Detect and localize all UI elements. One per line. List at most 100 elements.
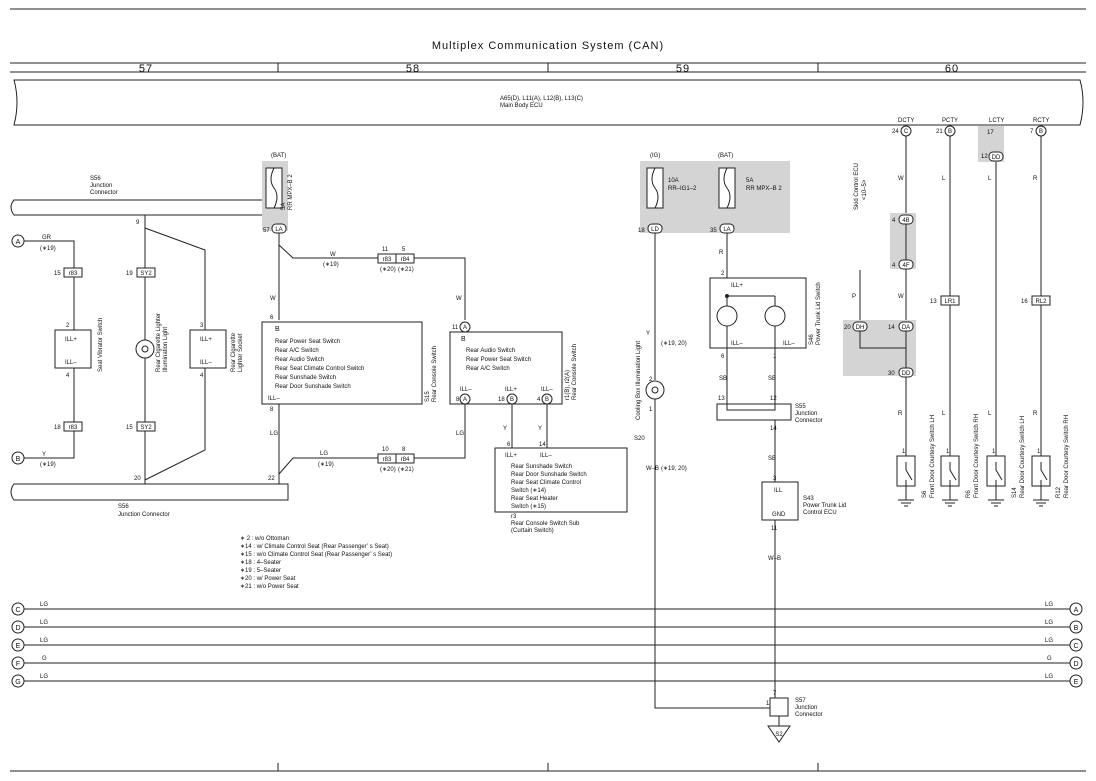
s15-rear-console-switch: [261, 321, 423, 405]
svg-text:24: 24: [892, 129, 899, 135]
svg-text:LG: LG: [270, 431, 278, 437]
svg-text:Rear Door Sunshade Switch: Rear Door Sunshade Switch: [511, 472, 587, 478]
svg-text:35: 35: [710, 228, 717, 234]
svg-text:(∗19): (∗19): [323, 262, 339, 268]
svg-text:ILL+: ILL+: [200, 337, 212, 343]
bus-line-d: D LG LG B: [11, 620, 1083, 634]
s55-junction-connector: [716, 403, 792, 421]
svg-text:B: B: [545, 397, 549, 403]
svg-text:LG: LG: [1045, 620, 1053, 626]
svg-text:E: E: [1074, 679, 1079, 686]
note-2: ∗ 2 : w/o Ottoman: [240, 536, 289, 542]
svg-text:C: C: [1073, 643, 1078, 650]
svg-text:18: 18: [638, 228, 645, 234]
svg-text:Rear Door Sunshade Switch: Rear Door Sunshade Switch: [275, 384, 351, 390]
column-57: 57: [139, 63, 153, 75]
switch-s6: 1: [896, 449, 916, 507]
svg-text:Lighter Socket: Lighter Socket: [238, 333, 244, 372]
svg-text:Y: Y: [538, 426, 542, 432]
svg-text:4: 4: [66, 373, 70, 379]
svg-text:ILL–: ILL–: [731, 341, 743, 347]
svg-text:r1(B), r2(A): r1(B), r2(A): [565, 370, 571, 400]
svg-text:G: G: [42, 656, 47, 662]
svg-text:Connector: Connector: [795, 418, 823, 424]
svg-text:1: 1: [766, 701, 770, 707]
svg-text:ILL–: ILL–: [268, 396, 280, 402]
svg-text:S57: S57: [795, 698, 806, 704]
svg-text:ILL+: ILL+: [505, 387, 517, 393]
main-ecu-codes: A65(D), L11(A), L12(B), L13(C): [500, 96, 583, 102]
svg-text:6: 6: [721, 354, 725, 360]
svg-text:r3: r3: [511, 514, 517, 520]
svg-text:8: 8: [456, 397, 460, 403]
svg-text:15: 15: [54, 271, 61, 277]
svg-text:3: 3: [200, 323, 204, 329]
svg-text:S20: S20: [634, 436, 645, 442]
svg-text:RR MPX–B 2: RR MPX–B 2: [746, 186, 782, 192]
svg-text:R6: R6: [966, 490, 972, 498]
svg-text:B: B: [275, 326, 280, 333]
svg-text:22: 22: [268, 476, 275, 482]
svg-text:4: 4: [537, 397, 541, 403]
svg-text:LA: LA: [723, 227, 730, 233]
term-lcty: LCTY: [989, 118, 1004, 124]
svg-text:L: L: [988, 176, 992, 182]
svg-text:S15: S15: [425, 391, 431, 402]
svg-text:Cooling Box Illumination Light: Cooling Box Illumination Light: [636, 341, 642, 420]
svg-text:1: 1: [992, 449, 996, 455]
svg-text:1: 1: [1037, 449, 1041, 455]
svg-text:Rear Audio Switch: Rear Audio Switch: [275, 357, 324, 363]
svg-text:4: 4: [200, 373, 204, 379]
svg-text:14: 14: [888, 325, 895, 331]
svg-text:S46: S46: [809, 334, 815, 345]
svg-text:RR MPX–B 2: RR MPX–B 2: [288, 174, 294, 210]
svg-text:10: 10: [382, 447, 389, 453]
switch-r6: 1: [940, 449, 960, 507]
svg-text:19: 19: [126, 271, 133, 277]
svg-text:(∗21): (∗21): [398, 267, 414, 273]
svg-text:13: 13: [718, 396, 725, 402]
svg-text:ILL: ILL: [774, 488, 783, 494]
svg-text:Junction: Junction: [795, 705, 817, 711]
svg-text:LG: LG: [1045, 602, 1053, 608]
svg-text:B: B: [948, 129, 952, 135]
svg-text:Switch (∗15): Switch (∗15): [511, 504, 546, 510]
svg-text:DD: DD: [992, 155, 1001, 161]
svg-text:R: R: [1033, 411, 1038, 417]
label-r5: Seat Vibrator Switch: [98, 318, 104, 372]
svg-text:LG: LG: [40, 638, 48, 644]
note-19: ∗19 : 5–Seater: [240, 568, 281, 574]
svg-text:B: B: [461, 336, 466, 343]
svg-text:4: 4: [892, 218, 896, 224]
svg-text:(Curtain Switch): (Curtain Switch): [511, 528, 554, 534]
svg-text:ILL–: ILL–: [65, 360, 77, 366]
svg-text:r83: r83: [69, 425, 78, 431]
svg-text:D: D: [1073, 661, 1078, 668]
svg-text:13: 13: [930, 299, 937, 305]
svg-text:12: 12: [770, 396, 777, 402]
term-pcty: PCTY: [942, 118, 958, 124]
svg-text:10A: 10A: [668, 178, 679, 184]
svg-text:ILL–: ILL–: [540, 453, 552, 459]
svg-text:ILL–: ILL–: [541, 387, 553, 393]
svg-text:20: 20: [134, 476, 141, 482]
svg-text:Rear Door Courtesy Switch LH: Rear Door Courtesy Switch LH: [1020, 416, 1026, 498]
svg-text:(∗19): (∗19): [40, 462, 56, 468]
svg-text:DH: DH: [856, 325, 865, 331]
svg-text:S55: S55: [795, 404, 806, 410]
bus-line-g: G LG LG E: [11, 674, 1083, 688]
svg-text:Junction: Junction: [90, 183, 112, 189]
svg-text:S56: S56: [90, 176, 101, 182]
svg-text:B: B: [16, 456, 21, 463]
svg-text:GND: GND: [772, 512, 786, 518]
svg-text:Switch (∗14): Switch (∗14): [511, 488, 546, 494]
s20-cooling-box-light: [645, 380, 665, 400]
y5-lamp: [135, 339, 155, 359]
svg-text:R: R: [898, 411, 903, 417]
conn-r83-a: [63, 267, 83, 278]
svg-text:(∗19, 20): (∗19, 20): [661, 466, 687, 472]
svg-text:(∗19, 20): (∗19, 20): [661, 341, 687, 347]
svg-text:Front Door Courtesy Switch RH: Front Door Courtesy Switch RH: [974, 414, 980, 498]
svg-text:LG: LG: [1045, 638, 1053, 644]
svg-text:11: 11: [771, 526, 778, 532]
